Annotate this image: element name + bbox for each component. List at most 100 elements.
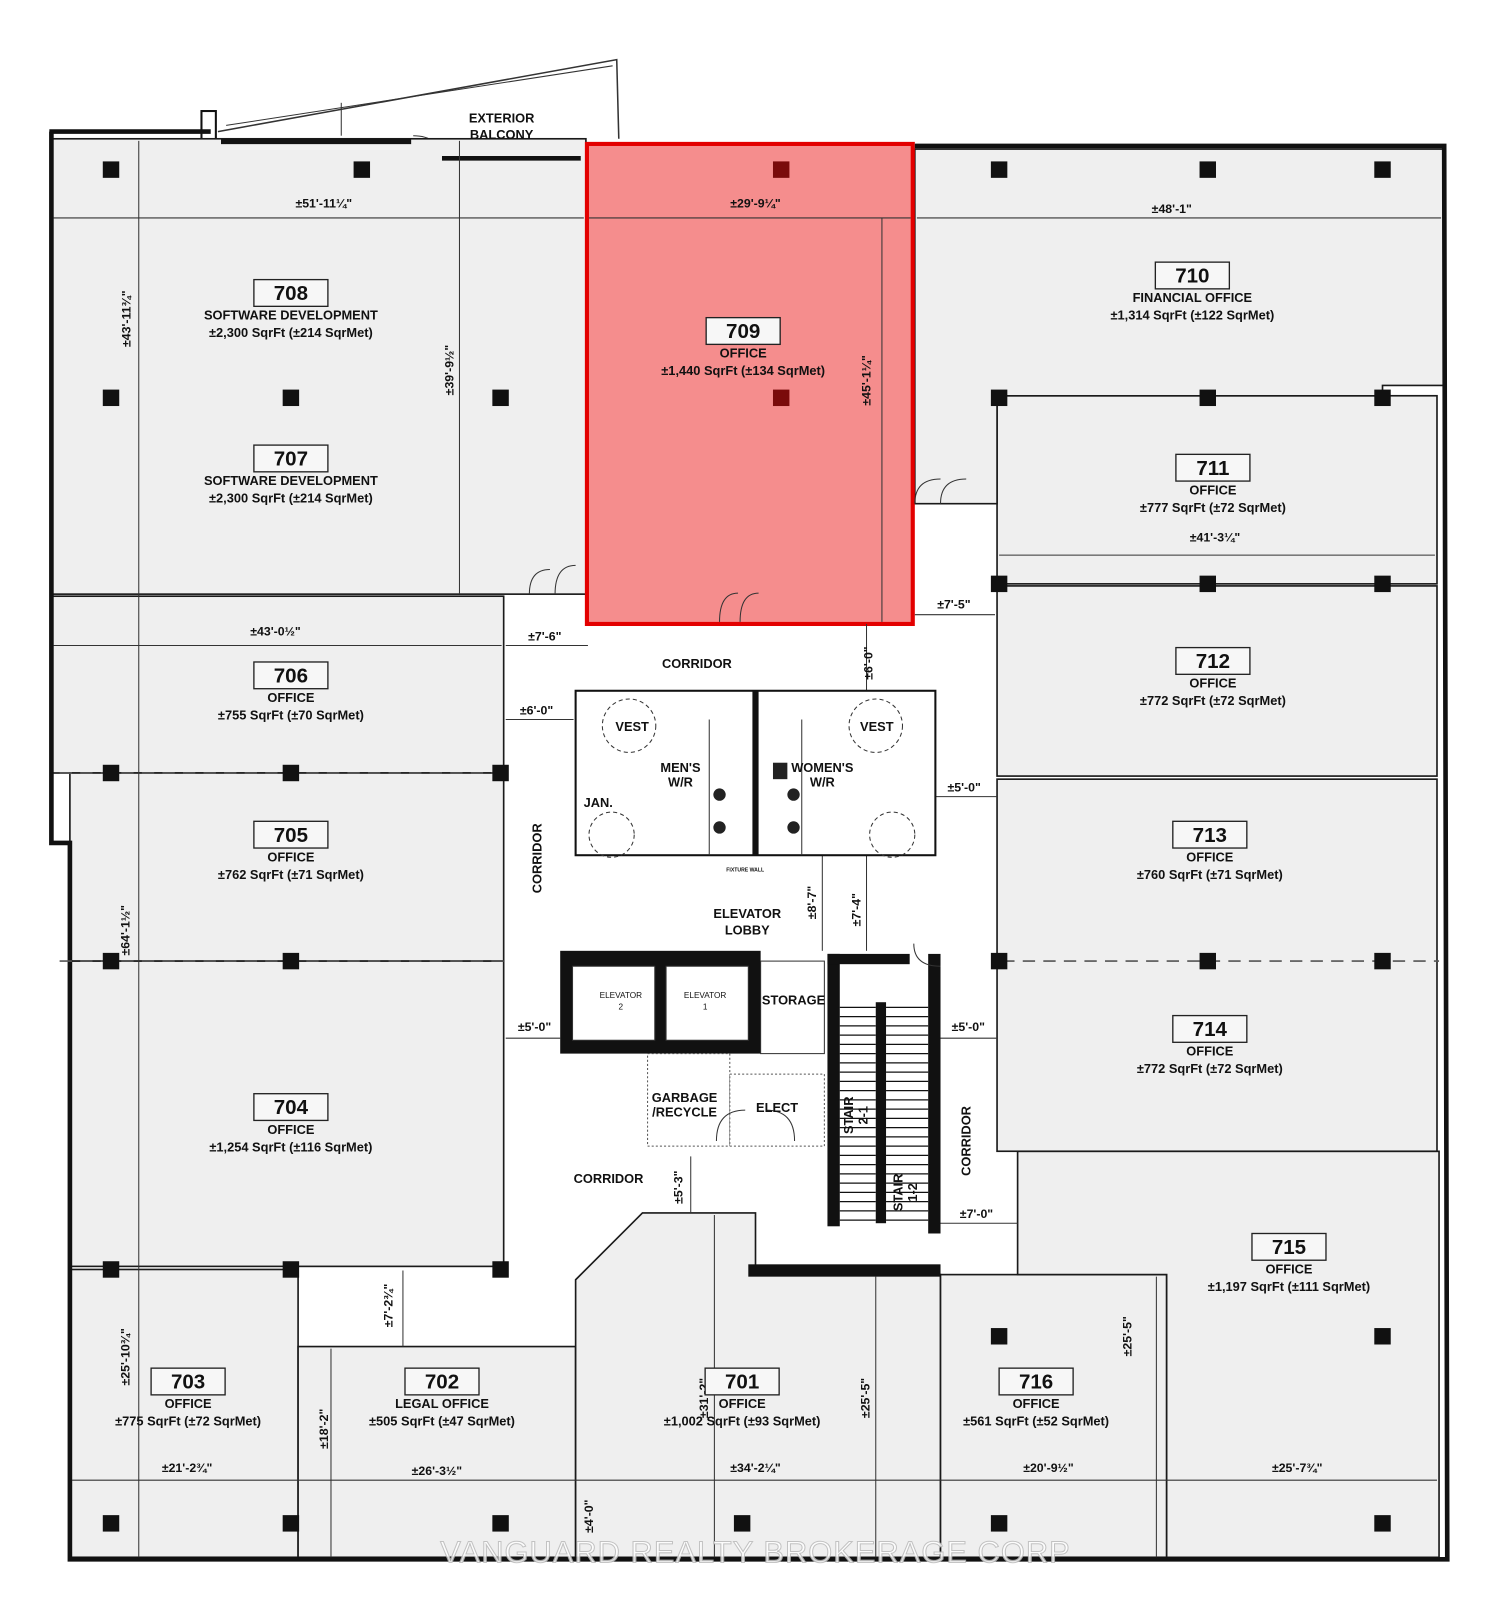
room-712-area[interactable] bbox=[996, 585, 1438, 777]
column bbox=[282, 952, 300, 970]
column bbox=[1374, 575, 1391, 593]
space-label: ELEVATOR bbox=[713, 906, 781, 921]
column bbox=[1374, 161, 1391, 178]
column bbox=[1374, 389, 1391, 407]
space-label: LOBBY bbox=[725, 922, 770, 937]
space-label: WOMEN'S bbox=[791, 760, 854, 775]
room-number: 715 bbox=[1272, 1236, 1306, 1259]
room-number: 705 bbox=[274, 824, 308, 847]
room-area: ±775 SqrFt (±72 SqrMet) bbox=[115, 1414, 261, 1429]
column bbox=[1374, 952, 1391, 970]
column bbox=[772, 389, 790, 407]
dimension-label: ±25'-5" bbox=[1121, 1316, 1135, 1356]
room-709-highlight[interactable] bbox=[584, 141, 915, 627]
column bbox=[282, 764, 300, 782]
elevator-2 bbox=[572, 965, 656, 1041]
room-703-area[interactable] bbox=[69, 1268, 299, 1559]
space-label: EXTERIOR bbox=[469, 110, 535, 125]
room-number-box bbox=[1172, 1014, 1248, 1043]
room-area: ±762 SqrFt (±71 SqrMet) bbox=[218, 867, 364, 882]
column bbox=[990, 952, 1008, 970]
dimension-label: ±29'-9¼" bbox=[730, 197, 781, 211]
space-label: CORRIDOR bbox=[958, 1106, 973, 1176]
room-area: ±2,300 SqrFt (±214 SqrMet) bbox=[209, 491, 373, 506]
column bbox=[772, 161, 790, 178]
room-number: 709 bbox=[726, 320, 760, 343]
dimension-labels: ±51'-11¼"±43'-11¾"±39'-9½"±29'-9¼"±45'-1… bbox=[119, 197, 1323, 1533]
room-number-box bbox=[1251, 1232, 1327, 1261]
column bbox=[1199, 161, 1216, 178]
space-label: CORRIDOR bbox=[530, 823, 545, 893]
room-area: ±561 SqrFt (±52 SqrMet) bbox=[963, 1414, 1109, 1429]
room-number: 716 bbox=[1019, 1371, 1053, 1394]
room-use: FINANCIAL OFFICE bbox=[1133, 290, 1253, 305]
room-number: 707 bbox=[274, 448, 308, 471]
column bbox=[492, 389, 509, 407]
room-area: ±772 SqrFt (±72 SqrMet) bbox=[1137, 1061, 1283, 1076]
room-number: 701 bbox=[725, 1371, 759, 1394]
room-area: ±1,440 SqrFt (±134 SqrMet) bbox=[661, 363, 825, 378]
room-use: OFFICE bbox=[267, 849, 314, 864]
dimension-label: ±7'-5" bbox=[937, 598, 971, 612]
room-number-box bbox=[150, 1367, 226, 1396]
room-use: OFFICE bbox=[1189, 482, 1236, 497]
room-number: 703 bbox=[171, 1371, 205, 1394]
column bbox=[282, 1261, 300, 1278]
room-708-707-area[interactable] bbox=[50, 137, 587, 595]
room-number: 710 bbox=[1175, 265, 1209, 288]
space-label: ELECT bbox=[756, 1100, 798, 1115]
room-number-box bbox=[253, 661, 329, 690]
space-label: 1 bbox=[703, 1002, 708, 1011]
space-label: CORRIDOR bbox=[574, 1171, 644, 1186]
space-label: GARBAGE bbox=[652, 1090, 718, 1105]
column bbox=[1374, 1328, 1391, 1345]
column bbox=[102, 764, 120, 782]
exterior-balcony bbox=[200, 58, 620, 159]
dimension-label: ±21'-2¾" bbox=[162, 1461, 213, 1475]
stair-treads bbox=[839, 1006, 929, 1221]
dimension-label: ±20'-9½" bbox=[1023, 1461, 1074, 1475]
dimension-label: ±18'-2" bbox=[317, 1409, 331, 1449]
space-label: VEST bbox=[615, 719, 649, 734]
structural-columns bbox=[102, 161, 1391, 1532]
room-705-area[interactable] bbox=[69, 772, 505, 962]
space-label: STORAGE bbox=[762, 992, 826, 1007]
column bbox=[492, 764, 509, 782]
dimension-label: ±25'-5" bbox=[859, 1378, 873, 1418]
dimension-label: ±45'-1¼" bbox=[860, 355, 874, 406]
dimension-label: ±5'-0" bbox=[947, 780, 981, 794]
space-label: 1-2 bbox=[905, 1183, 920, 1202]
room-711-area[interactable] bbox=[996, 394, 1438, 585]
dimension-label: ±25'-7¾" bbox=[1272, 1461, 1323, 1475]
column bbox=[102, 1261, 120, 1278]
dimension-label: ±51'-11¼" bbox=[295, 197, 352, 211]
room-area: ±505 SqrFt (±47 SqrMet) bbox=[369, 1414, 515, 1429]
room-use: OFFICE bbox=[1265, 1262, 1312, 1277]
room-716-area[interactable] bbox=[939, 1273, 1168, 1559]
watermark: VANGUARD REALTY BROKERAGE CORP bbox=[440, 1534, 1070, 1569]
room-number-box bbox=[1154, 261, 1231, 290]
space-label: ELEVATOR bbox=[600, 991, 643, 1000]
room-number-box bbox=[1175, 646, 1251, 675]
column bbox=[282, 389, 300, 407]
room-use: SOFTWARE DEVELOPMENT bbox=[204, 308, 378, 323]
dimension-label: ±4'-0" bbox=[582, 1499, 596, 1533]
